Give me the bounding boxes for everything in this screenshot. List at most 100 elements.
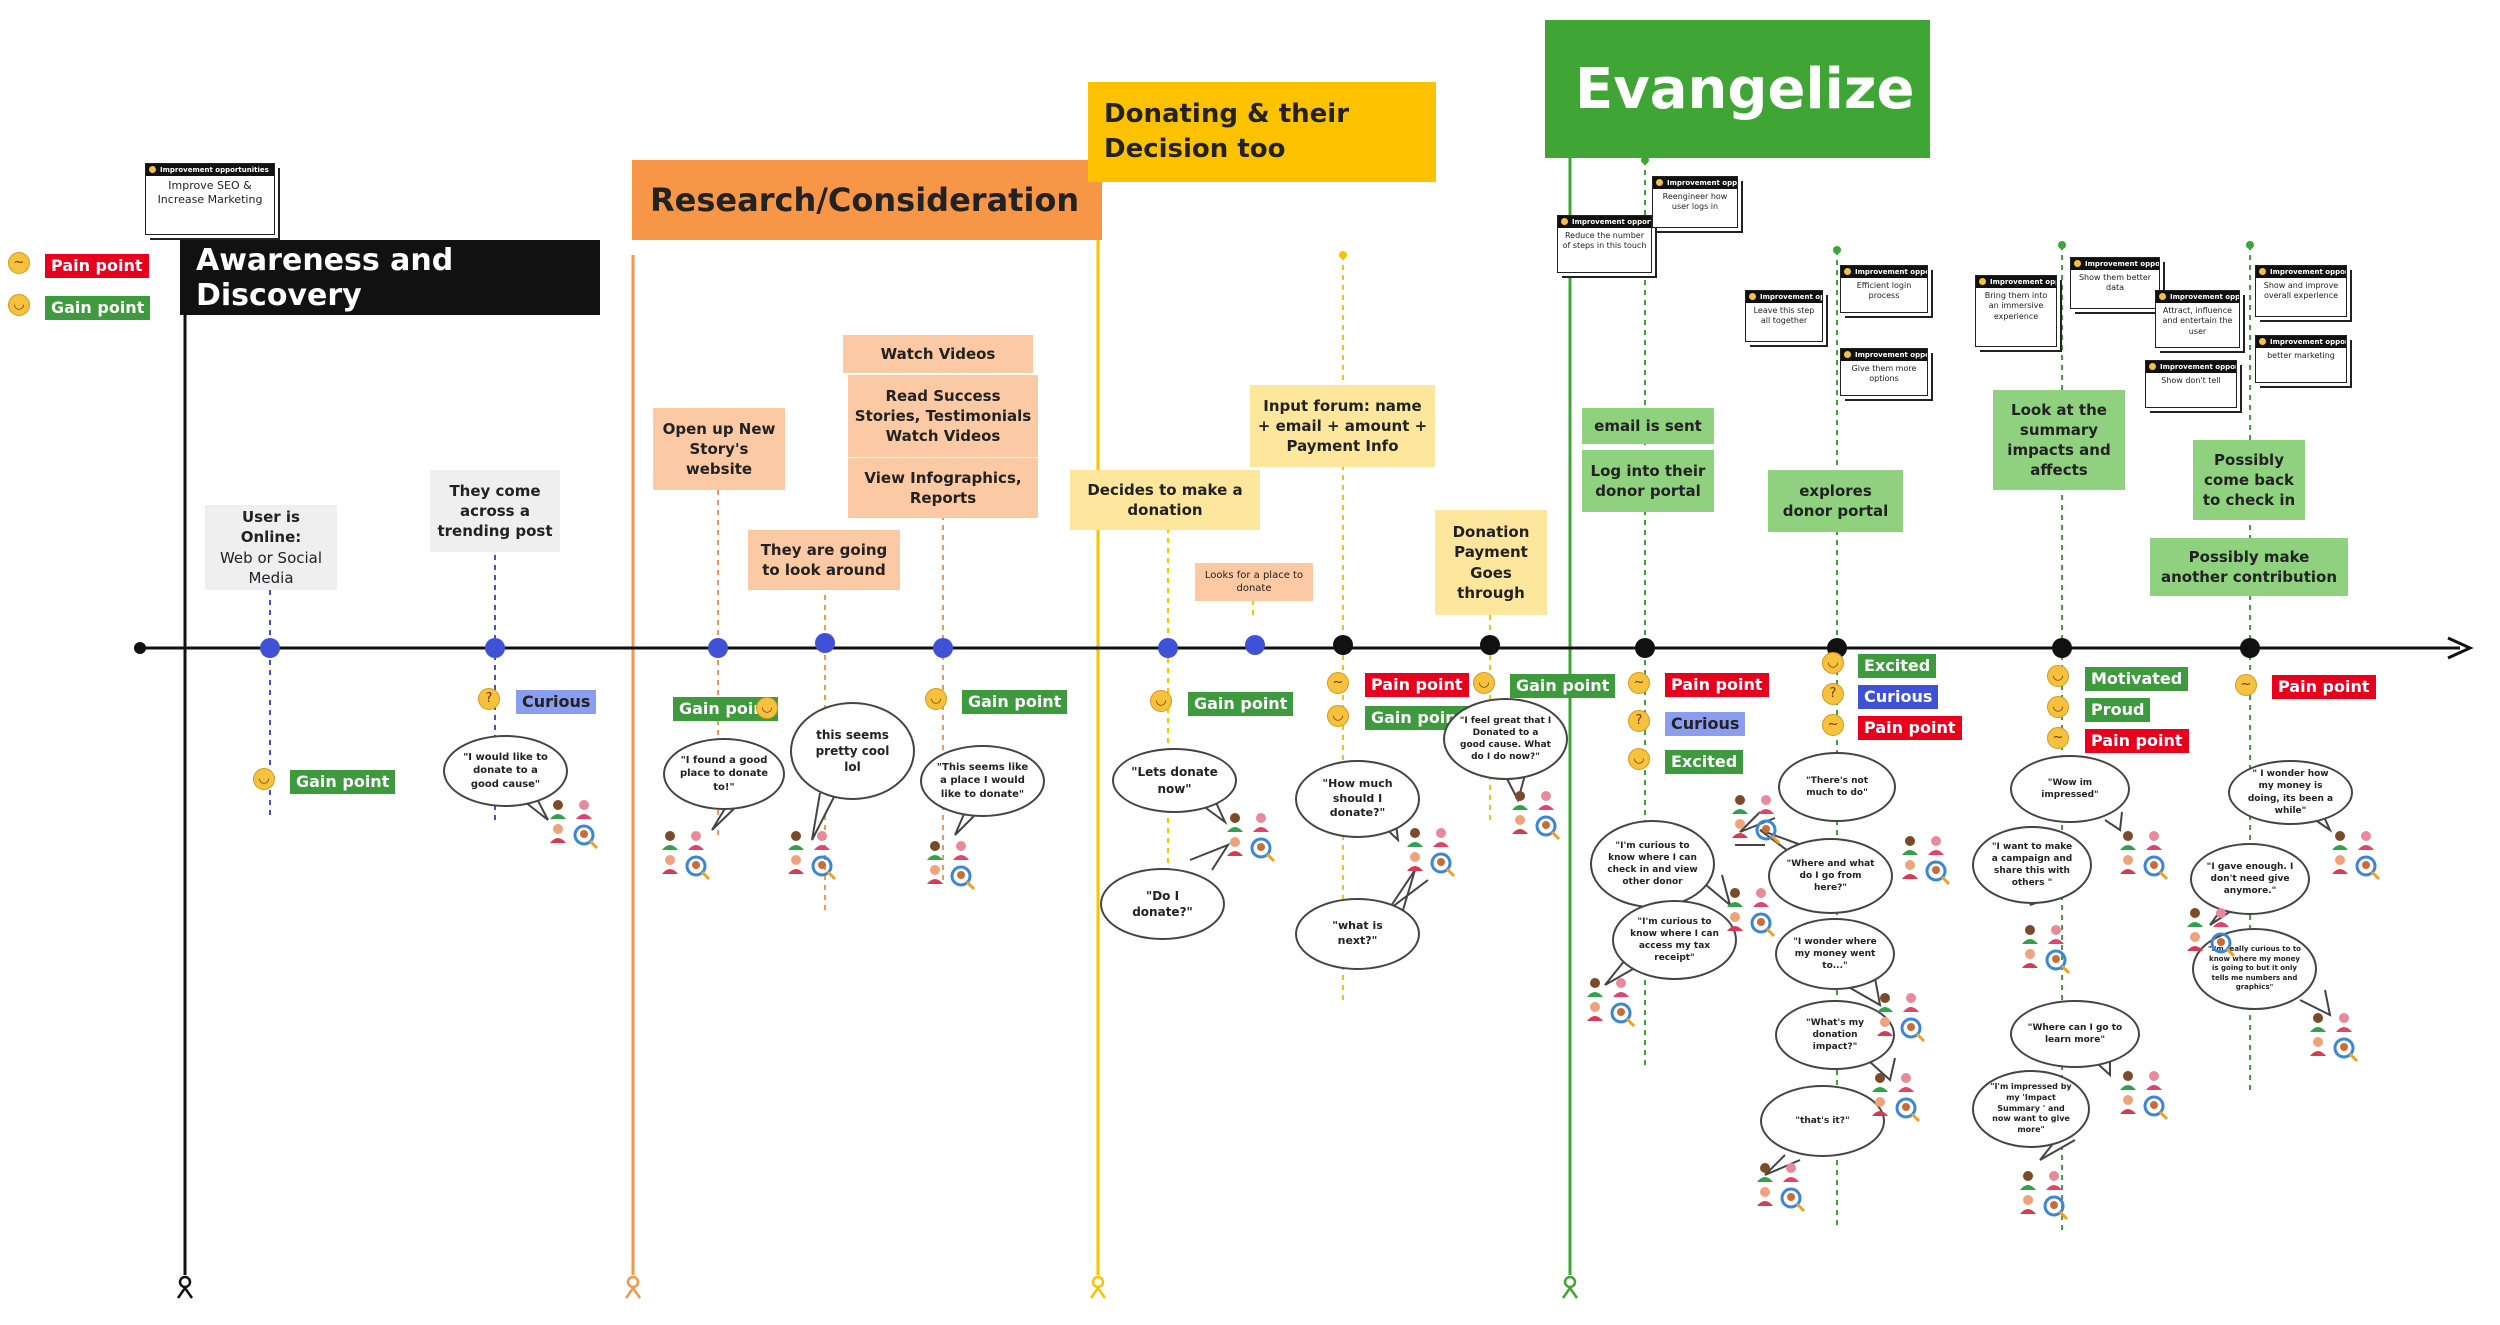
improvement-note: Improvement opportunities Attract, influ…: [2155, 290, 2240, 348]
quote-bubble: "Lets donate now": [1112, 748, 1237, 813]
quote-bubble: " I wonder how my money is doing, its be…: [2228, 760, 2353, 825]
persona-group-icon: [2020, 923, 2071, 975]
step-trending: They come across a trending post: [430, 470, 560, 552]
pain-point-tag: Pain point: [1365, 673, 1469, 697]
note-text: Show don't tell: [2161, 376, 2221, 385]
note-title: Improvement opportunities: [2146, 361, 2236, 373]
legend-pain: Pain point: [45, 254, 149, 278]
note-title: Improvement opportunities: [1841, 266, 1927, 278]
timeline-dot: [260, 638, 280, 658]
note-title: Improvement opportunities: [1976, 276, 2056, 288]
pain-face-icon: ~: [2235, 674, 2257, 696]
step-user-online: User is Online: Web or Social Media: [205, 505, 337, 590]
quote-bubble: "I feel great that I Donated to a good c…: [1443, 698, 1568, 780]
curious-tag: Curious: [1665, 712, 1746, 736]
pain-face-icon: ~: [1628, 672, 1650, 694]
phase-header-evangelize: Evangelize: [1545, 20, 1930, 158]
note-title: Improvement opportunities: [1841, 349, 1927, 361]
gain-face-icon: ◡: [756, 697, 778, 719]
improvement-note: Improvement opportunities Show don't tel…: [2145, 360, 2237, 408]
persona-group-icon: [2330, 829, 2381, 881]
step-input-forum: Input forum: name + email + amount + Pay…: [1250, 385, 1435, 467]
persona-group-icon: [786, 829, 837, 881]
pain-face-icon: ~: [1822, 714, 1844, 736]
note-text: Attract, influence and entertain the use…: [2162, 306, 2233, 336]
persona-group-icon: [2118, 1069, 2169, 1121]
improvement-note: Improvement opportunities Reduce the num…: [1557, 215, 1652, 273]
persona-group-icon: [2185, 906, 2236, 958]
improvement-note: Improvement opportunities Give them more…: [1840, 348, 1928, 396]
improvement-note: Improvement opportunities Reengineer how…: [1652, 176, 1738, 228]
timeline-dot: [2240, 638, 2260, 658]
note-text: Bring them into an immersive experience: [1984, 291, 2048, 321]
improvement-note: Improvement opportunities Show them bett…: [2070, 257, 2160, 309]
timeline-dot: [1635, 638, 1655, 658]
quote-bubble: "I want to make a campaign and share thi…: [1972, 826, 2092, 904]
gain-face-icon: ◡: [1150, 690, 1172, 712]
quote-bubble: "Wow im impressed": [2010, 755, 2130, 823]
improvement-note: Improvement opportunities better marketi…: [2255, 335, 2347, 383]
note-text: Reduce the number of steps in this touch: [1562, 231, 1647, 251]
quote-bubble: "Do I donate?": [1100, 868, 1225, 940]
persona-group-icon: [1405, 826, 1456, 878]
gain-point-tag: Gain point: [290, 770, 396, 794]
note-text: Show and improve overall experience: [2263, 281, 2339, 301]
quote-bubble: "Where can I go to learn more": [2010, 1000, 2140, 1068]
step-come-back: Possibly come back to check in: [2193, 440, 2305, 520]
proud-tag: Proud: [2085, 698, 2151, 722]
gain-face-icon: ◡: [1473, 672, 1495, 694]
timeline-dot: [1245, 635, 1265, 655]
persona-group-icon: [1730, 793, 1781, 845]
step-summary: Look at the summary impacts and affects: [1993, 390, 2125, 490]
note-title: Improvement opportunities: [146, 164, 274, 176]
timeline-arrow: [2447, 636, 2474, 660]
quote-bubble: "I'm curious to know where I can access …: [1612, 900, 1737, 980]
gain-point-tag: Gain point: [1188, 692, 1294, 716]
pain-face-icon: ~: [8, 252, 30, 274]
timeline-dot: [1480, 635, 1500, 655]
quote-bubble: this seems pretty cool lol: [790, 702, 915, 800]
step-user-online-bold: User is Online:: [240, 508, 302, 547]
pain-point-tag: Pain point: [1665, 673, 1769, 697]
persona-group-icon: [1900, 834, 1951, 886]
persona-group-icon: [1725, 886, 1776, 938]
excited-face-icon: ◡: [1628, 748, 1650, 770]
curious-face-icon: ?: [478, 688, 500, 710]
excited-tag: Excited: [1665, 750, 1744, 774]
persona-group-icon: [925, 839, 976, 891]
improvement-note: Improvement opportunities Show and impro…: [2255, 265, 2347, 317]
note-title: Improvement opportunities: [1653, 177, 1737, 189]
pain-point-tag: Pain point: [2272, 675, 2376, 699]
pain-point-tag: Pain point: [2085, 729, 2189, 753]
pain-face-icon: ~: [2047, 727, 2069, 749]
gain-face-icon: ◡: [8, 294, 30, 316]
phase-header-donating: Donating & their Decision too: [1088, 82, 1436, 182]
excited-tag: Excited: [1858, 654, 1937, 678]
improvement-note: Improvement opportunities Leave this ste…: [1745, 290, 1823, 342]
note-title: Improvement opportunities: [2071, 258, 2159, 270]
quote-bubble: "How much should I donate?": [1295, 760, 1420, 838]
step-watch-videos: Watch Videos: [843, 335, 1033, 373]
timeline-dot: [708, 638, 728, 658]
persona-group-icon: [2118, 829, 2169, 881]
step-infographics: View Infographics, Reports: [848, 458, 1038, 518]
curious-tag: Curious: [1858, 685, 1939, 709]
persona-group-icon: [660, 829, 711, 881]
step-decides: Decides to make a donation: [1070, 470, 1260, 530]
quote-bubble: "I wonder where my money went to...": [1775, 918, 1895, 990]
quote-bubble: "What's my donation impact?": [1775, 1000, 1895, 1070]
quote-bubble: "I would like to donate to a good cause": [443, 735, 568, 807]
quote-bubble: "I'm curious to know where I can check i…: [1590, 820, 1715, 908]
step-open-story: Open up New Story's website: [653, 408, 785, 490]
quote-bubble: "I found a good place to donate to!": [663, 738, 785, 810]
note-title: Improvement opportunities: [2256, 266, 2346, 278]
step-email-sent: email is sent: [1582, 408, 1714, 444]
timeline-dot: [1158, 638, 1178, 658]
note-text: Efficient login process: [1856, 281, 1912, 301]
persona-group-icon: [1870, 1071, 1921, 1123]
step-user-online-rest: Web or Social Media: [219, 548, 323, 587]
persona-group-icon: [1225, 811, 1276, 863]
persona-group-icon: [2018, 1169, 2069, 1221]
pain-face-icon: ~: [1327, 672, 1349, 694]
